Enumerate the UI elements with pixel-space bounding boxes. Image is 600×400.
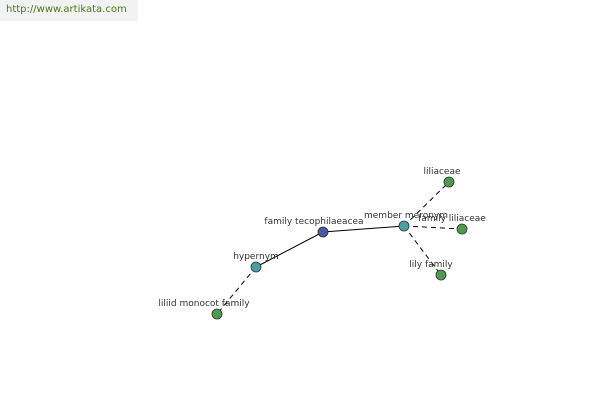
node-hypernym[interactable] xyxy=(250,261,262,273)
nodes-layer xyxy=(211,176,468,320)
node-family-liliaceae[interactable] xyxy=(456,223,468,235)
edge-n2-n6 xyxy=(216,266,257,315)
node-label-lily-family: lily family xyxy=(409,260,453,270)
edge-n0-n1 xyxy=(322,225,405,233)
node-label-family-tecophilaeacea: family tecophilaeacea xyxy=(264,217,363,227)
node-member-meronym[interactable] xyxy=(398,220,410,232)
node-label-hypernym: hypernym xyxy=(233,252,279,262)
node-family-tecophilaeacea[interactable] xyxy=(317,226,329,238)
edge-n1-n5 xyxy=(403,225,442,276)
edge-n1-n3 xyxy=(403,181,450,227)
node-label-member-meronym: member meronym xyxy=(364,211,448,221)
node-liliaceae[interactable] xyxy=(443,176,455,188)
edge-n0-n2 xyxy=(255,231,324,268)
node-liliid-monocot-family[interactable] xyxy=(211,308,223,320)
node-label-liliaceae: liliaceae xyxy=(423,167,461,177)
edges-layer xyxy=(216,181,463,315)
node-label-liliid-monocot-family: liliid monocot family xyxy=(158,299,250,309)
source-url[interactable]: http://www.artikata.com xyxy=(0,0,138,21)
edge-n1-n4 xyxy=(403,225,463,230)
node-label-family-liliaceae: family liliaceae xyxy=(418,214,486,224)
node-lily-family[interactable] xyxy=(435,269,447,281)
